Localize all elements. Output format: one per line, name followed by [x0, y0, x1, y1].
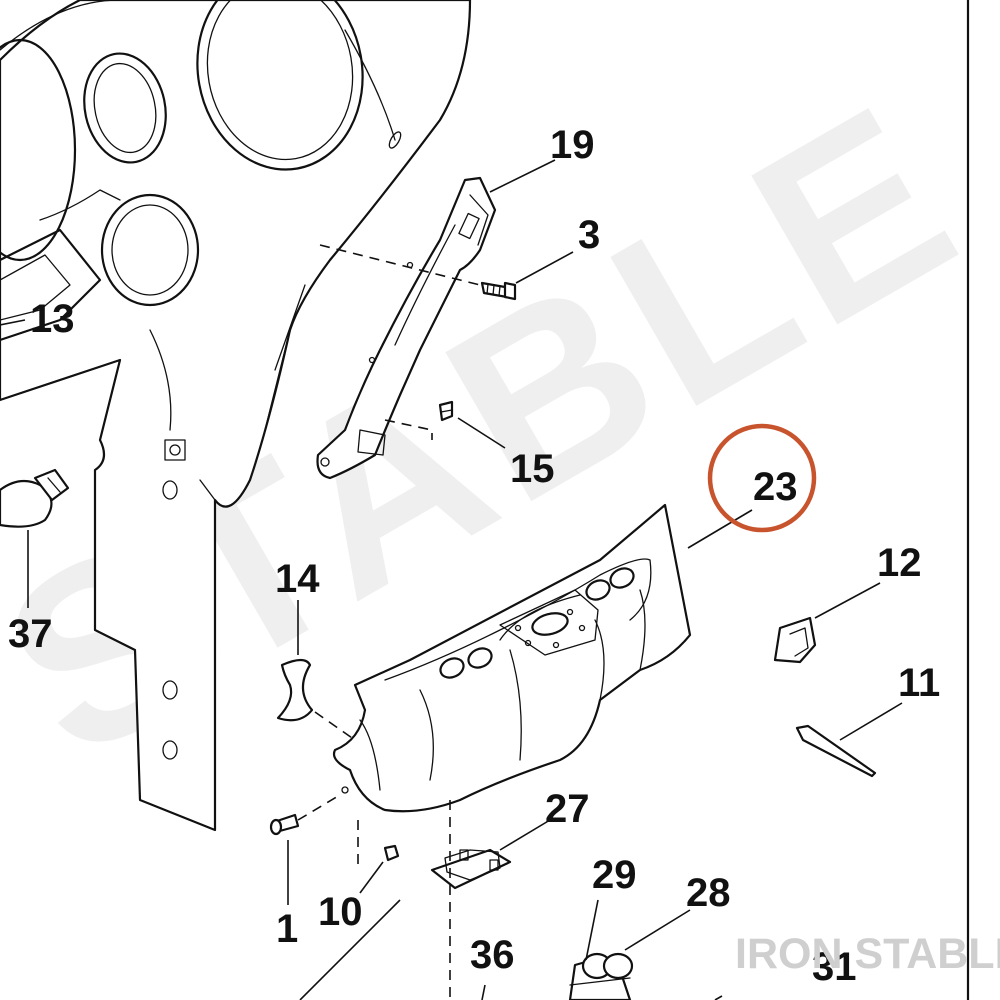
- part-23-console-panel[interactable]: [332, 503, 692, 813]
- switch-openings-right: [585, 567, 635, 601]
- callout-28: 28: [686, 871, 731, 915]
- leader-36: [481, 984, 486, 1000]
- leader-28: [624, 909, 691, 951]
- callout-13: 13: [30, 297, 75, 341]
- part-12-clip[interactable]: [773, 616, 817, 664]
- leader-27: [499, 819, 551, 851]
- part-13-inner-fairing[interactable]: [0, 0, 472, 832]
- callout-23: 23: [753, 465, 798, 509]
- callout-labels: 19 3 13 15 23 12 14 37 11 27 29 28 1 10 …: [8, 123, 940, 989]
- leader-10: [359, 861, 384, 894]
- part-27-plate[interactable]: [430, 848, 512, 890]
- callout-29: 29: [592, 853, 637, 897]
- leader-19: [489, 159, 556, 193]
- callout-19: 19: [550, 123, 595, 167]
- part-10-nut[interactable]: [383, 844, 400, 862]
- part-29-switch[interactable]: [568, 952, 634, 1000]
- callout-10: 10: [318, 890, 363, 934]
- callout-15: 15: [510, 447, 555, 491]
- leader-29: [585, 899, 599, 961]
- callout-27: 27: [545, 787, 590, 831]
- callout-1: 1: [276, 907, 298, 951]
- leader-bottom-left: [299, 899, 401, 1000]
- align-line-3: [319, 244, 481, 286]
- callout-12: 12: [877, 541, 922, 585]
- part-14-grommet[interactable]: [276, 658, 314, 722]
- part-15-clip[interactable]: [438, 400, 454, 422]
- leader-13: [0, 319, 26, 326]
- part-37-bulb[interactable]: [0, 468, 70, 608]
- leader-3: [515, 251, 574, 284]
- align-line-15: [384, 419, 433, 440]
- callout-31: 31: [812, 945, 857, 989]
- part-3-screw[interactable]: [480, 281, 517, 301]
- align-line-1: [297, 794, 341, 821]
- callout-11: 11: [898, 661, 940, 705]
- switch-openings-left: [439, 647, 493, 679]
- leader-15: [457, 417, 506, 449]
- callout-14: 14: [275, 557, 320, 601]
- callout-3: 3: [578, 213, 600, 257]
- highlight-circle-23: [707, 423, 817, 533]
- align-line-14: [314, 711, 356, 741]
- leader-31: [714, 995, 723, 1000]
- part-19-bracket[interactable]: [316, 176, 497, 480]
- part-1-screw[interactable]: [269, 813, 300, 836]
- leader-11: [839, 702, 903, 741]
- leader-23: [687, 509, 753, 549]
- brand-logo-text: IRON STABLE: [735, 930, 1000, 978]
- leader-12: [814, 582, 881, 619]
- part-11-cable-tie[interactable]: [795, 724, 877, 778]
- callout-37: 37: [8, 612, 53, 656]
- callout-36: 36: [470, 933, 515, 977]
